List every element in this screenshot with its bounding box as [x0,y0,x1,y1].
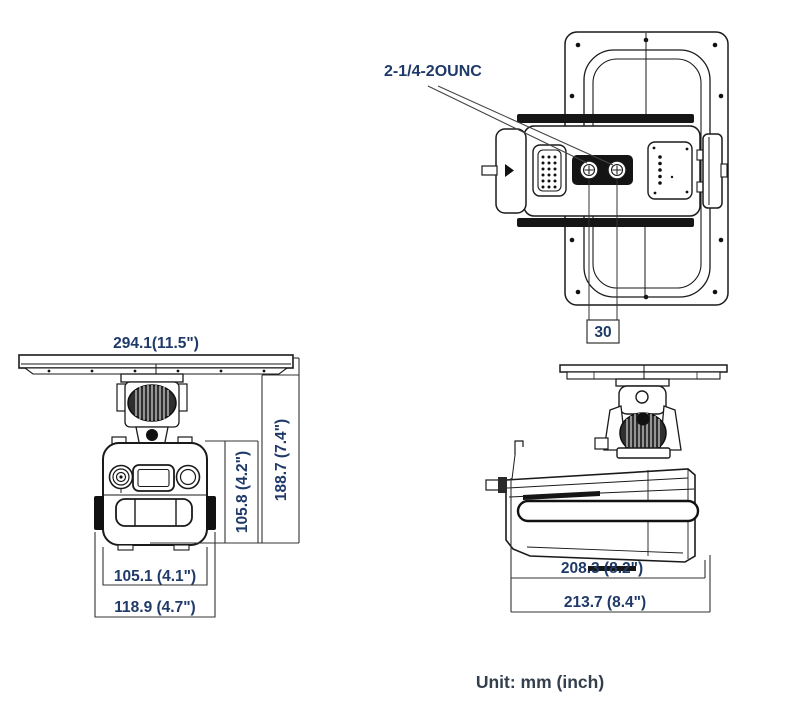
unit-note: Unit: mm (inch) [476,672,604,692]
rear-panel-top [647,141,693,200]
dimension-label-body-height: 105.8 (4.2") [234,451,251,533]
dimension-label-panel-width: 294.1(11.5") [113,335,199,352]
lower-strip-front [115,498,193,527]
camera-body-side [485,440,700,571]
thread-leader-lines [427,85,614,166]
thread-spec-label: 2-1/4-2OUNC [384,63,482,80]
camera-body-front [94,436,216,551]
front-view: 294.1(11.5") 188.7 (7.4") 105.8 (4.2") 1… [18,335,300,618]
side-rail [516,499,700,523]
mount-bracket-front [116,373,188,453]
dimension-label-overall-height: 188.7 (7.4") [273,419,290,501]
mount-bracket-side [594,378,682,459]
dimension-label-overall-length: 213.7 (8.4") [564,594,646,611]
illuminator-front [175,464,201,490]
side-tab-left [94,496,104,530]
dimension-label-hole-spacing: 30 [594,324,611,341]
dimension-label-body-length: 208.3 (8.2") [561,560,643,577]
dimension-label-overall-width: 118.9 (4.7") [114,599,195,616]
sensor-window-front [132,464,175,492]
side-view: 208.3 (8.2") 213.7 (8.4") [485,364,728,613]
panel-screw-dots [569,37,724,300]
side-dimension-lines [510,478,711,613]
front-dimension-lines [94,357,300,618]
antenna-stub-top [481,165,498,176]
camera-body-top [481,114,728,227]
dimension-label-body-width: 105.1 (4.1") [114,568,196,585]
side-tab-right [206,496,216,530]
hole-spacing-dimension [586,180,620,344]
top-view: 30 2-1/4-2OUNC [384,31,729,344]
connector-stub-side [485,479,500,491]
